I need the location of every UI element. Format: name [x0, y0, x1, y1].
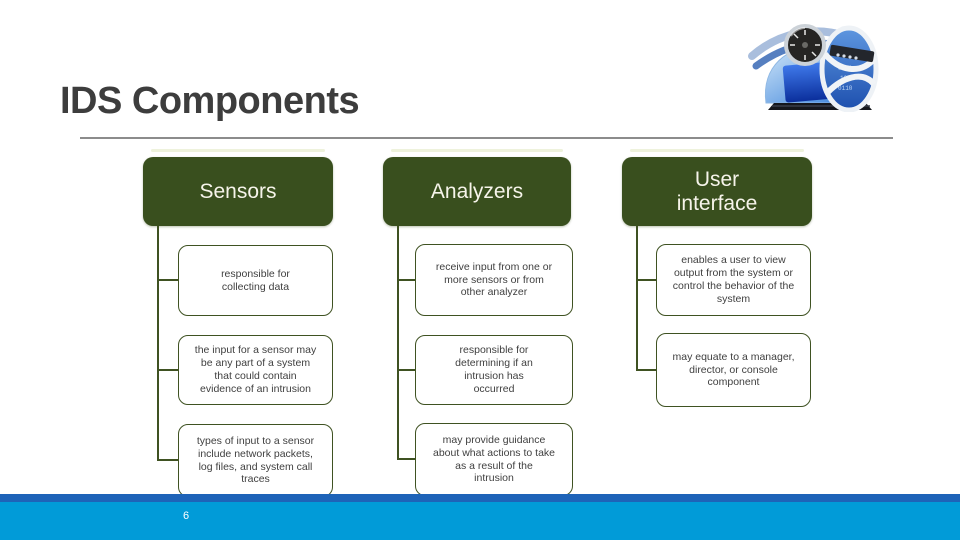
connector-line [397, 458, 416, 460]
title-divider-line [80, 137, 893, 139]
connector-line [397, 226, 399, 459]
page-number: 6 [183, 510, 190, 522]
column-header-sensors: Sensors [143, 157, 333, 226]
svg-text:0110: 0110 [838, 85, 853, 92]
network-security-clipart: 0101 1010 0110 [748, 24, 879, 112]
connector-line [397, 369, 416, 371]
column-header-user-interface: User interface [622, 157, 812, 226]
diagram-node: may provide guidance about what actions … [415, 423, 573, 496]
connector-line [397, 279, 416, 281]
connector-line [157, 279, 179, 281]
diagram-node: responsible for collecting data [178, 245, 333, 316]
header-glow [630, 149, 804, 152]
connector-line [157, 459, 179, 461]
connector-line [157, 369, 179, 371]
connector-line [157, 226, 159, 460]
diagram-node: responsible for determining if an intrus… [415, 335, 573, 405]
column-header-analyzers: Analyzers [383, 157, 571, 226]
connector-line [636, 369, 657, 371]
diagram-node: types of input to a sensor include netwo… [178, 424, 333, 497]
footer-accent-stripe [0, 494, 960, 502]
footer-bar [0, 502, 960, 540]
diagram-node: the input for a sensor may be any part o… [178, 335, 333, 405]
header-glow [151, 149, 325, 152]
diagram-node: receive input from one or more sensors o… [415, 244, 573, 316]
shield-icon: 0101 1010 0110 [819, 25, 879, 112]
combination-lock-icon [784, 24, 826, 66]
diagram-node: may equate to a manager, director, or co… [656, 333, 811, 407]
diagram-node: enables a user to view output from the s… [656, 244, 811, 316]
connector-line [636, 279, 657, 281]
header-glow [391, 149, 563, 152]
page-title: IDS Components [60, 80, 360, 122]
connector-line [636, 226, 638, 370]
